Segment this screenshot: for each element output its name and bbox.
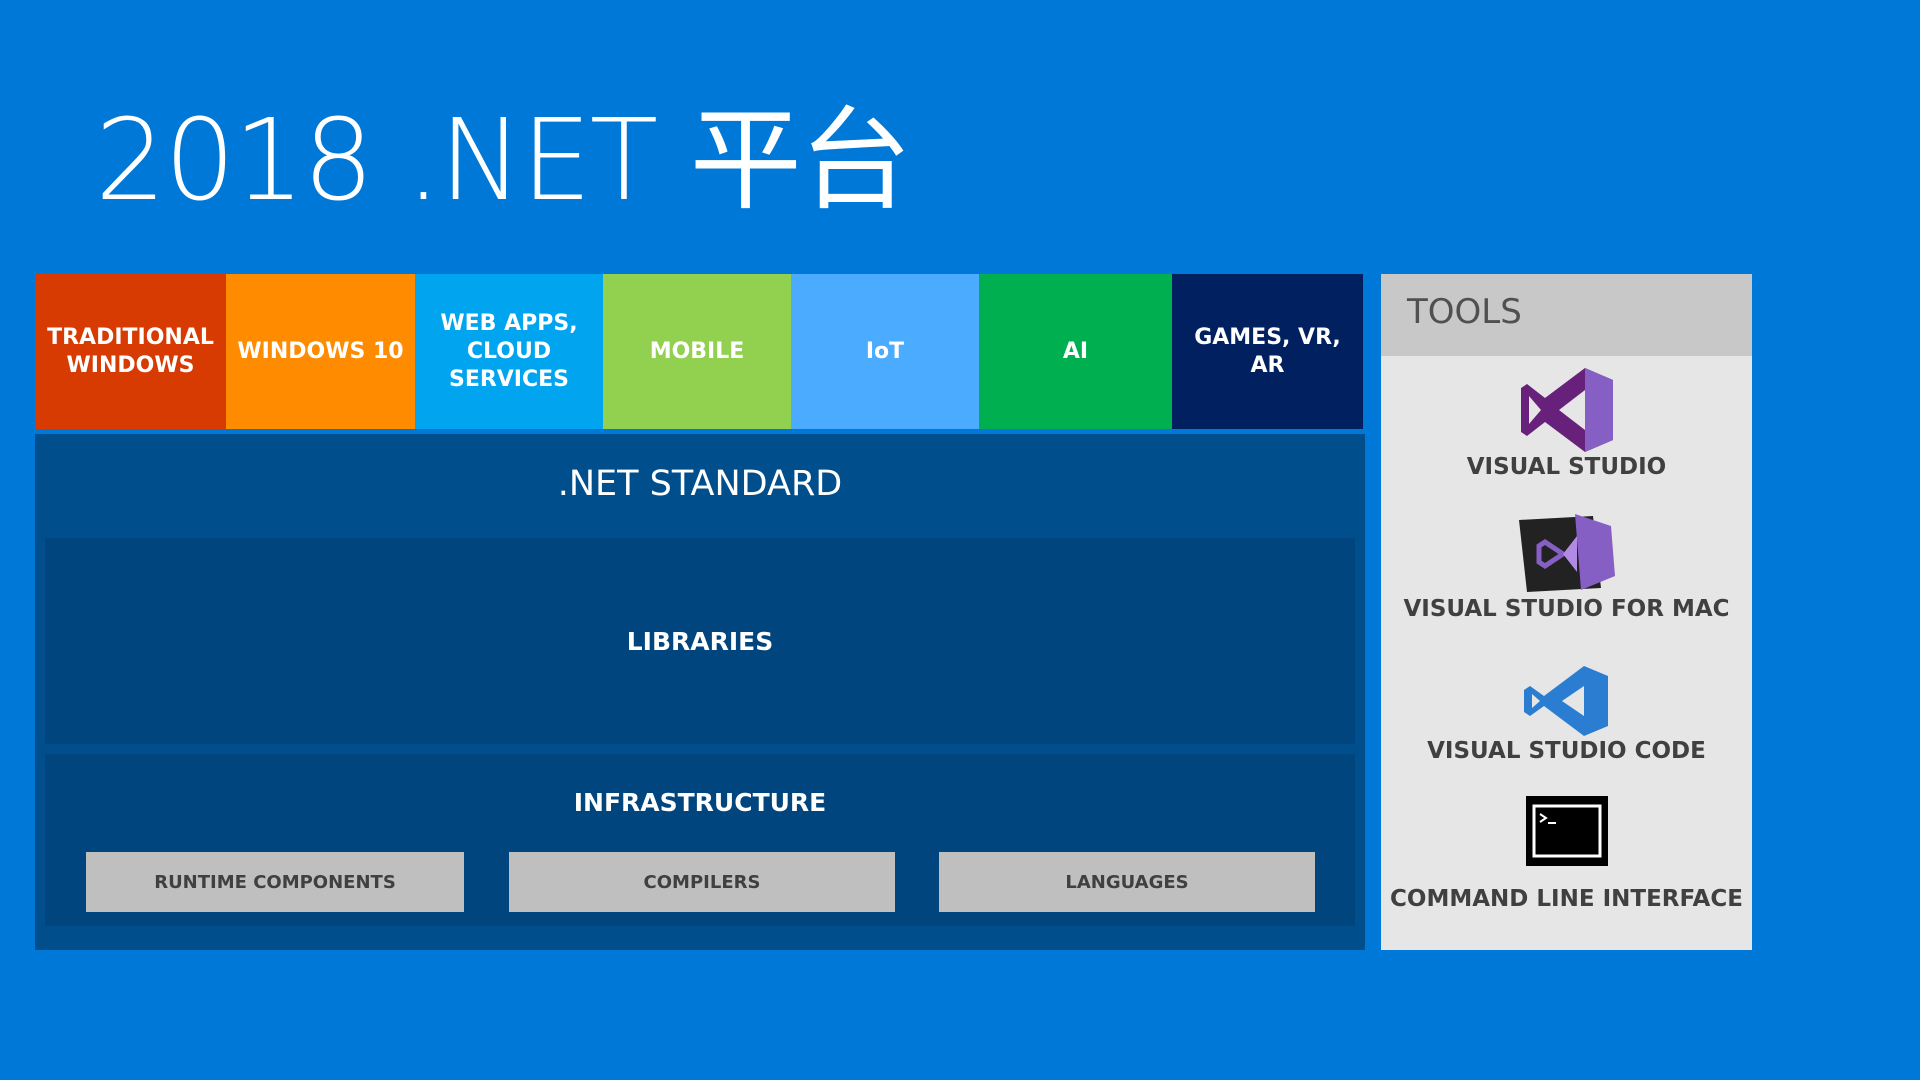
tool-label: VISUAL STUDIO FOR MAC — [1403, 596, 1730, 622]
infrastructure-panel: INFRASTRUCTURE RUNTIME COMPONENTS COMPIL… — [45, 754, 1355, 926]
runtime-components-box: RUNTIME COMPONENTS — [86, 852, 464, 912]
visual-studio-mac-icon — [1518, 514, 1615, 592]
tools-panel: TOOLS VISUAL STUDIO VISUAL STUDIO FOR MA… — [1381, 274, 1752, 950]
workload-games-vr-ar: GAMES, VR, AR — [1172, 274, 1363, 429]
workload-web-apps: WEB APPS, CLOUD SERVICES — [415, 274, 603, 429]
tool-label: VISUAL STUDIO — [1466, 454, 1667, 480]
workload-ai: AI — [979, 274, 1172, 429]
terminal-icon — [1525, 796, 1608, 866]
tool-visual-studio: VISUAL STUDIO — [1381, 366, 1752, 480]
tool-visual-studio-mac: VISUAL STUDIO FOR MAC — [1381, 512, 1752, 622]
workload-traditional-windows: TRADITIONAL WINDOWS — [35, 274, 226, 429]
workloads-row: TRADITIONAL WINDOWS WINDOWS 10 WEB APPS,… — [35, 274, 1363, 429]
workload-mobile: MOBILE — [603, 274, 791, 429]
visual-studio-icon — [1520, 368, 1613, 452]
tool-vscode: VISUAL STUDIO CODE — [1381, 664, 1752, 764]
tools-header: TOOLS — [1381, 274, 1752, 356]
vscode-icon — [1523, 666, 1608, 736]
workload-iot: IoT — [791, 274, 979, 429]
tool-label: COMMAND LINE INTERFACE — [1390, 886, 1743, 912]
compilers-box: COMPILERS — [509, 852, 895, 912]
libraries-label: LIBRARIES — [626, 626, 774, 656]
libraries-panel: LIBRARIES — [45, 538, 1355, 744]
tool-cli: COMMAND LINE INTERFACE — [1381, 796, 1752, 912]
net-standard-panel: .NET STANDARD LIBRARIES INFRASTRUCTURE R… — [35, 434, 1365, 950]
tool-label: VISUAL STUDIO CODE — [1427, 738, 1706, 764]
infrastructure-label: INFRASTRUCTURE — [573, 788, 827, 817]
page-title: 2018 .NET 平台 — [95, 96, 912, 226]
workload-windows-10: WINDOWS 10 — [226, 274, 415, 429]
net-standard-label: .NET STANDARD — [557, 464, 843, 504]
languages-box: LANGUAGES — [939, 852, 1315, 912]
